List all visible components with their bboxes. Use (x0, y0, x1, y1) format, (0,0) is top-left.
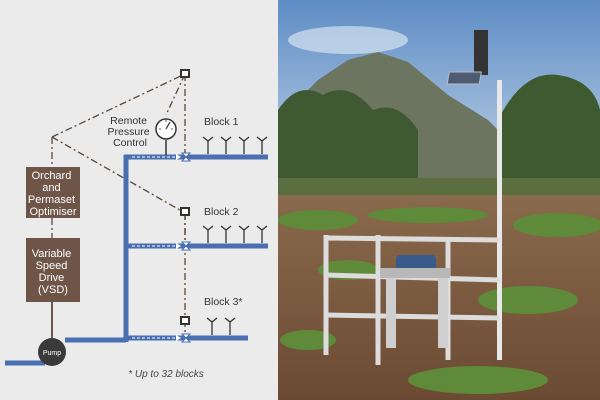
pump-label: Pump (43, 350, 61, 357)
flow-arrowheads (176, 154, 181, 341)
irrigation-diagram: Orchard and Permaset Optimiser Variable … (0, 0, 278, 400)
block-1-sprinklers (202, 136, 268, 154)
optimiser-box (26, 167, 80, 218)
block-valves (180, 152, 192, 343)
diagram-canvas: Orchard and Permaset Optimiser Variable … (5, 69, 268, 380)
block-3-sprinklers (206, 317, 236, 335)
block-1-label: Block 1 (204, 116, 239, 128)
optimiser-label: Orchard and Permaset Optimiser (28, 170, 78, 218)
valve-block-2-icon (180, 241, 192, 251)
flow-arrows (132, 156, 176, 339)
cloud (288, 26, 408, 54)
field-photo-illustration (278, 0, 600, 400)
block-3-label: Block 3* (204, 296, 243, 308)
trees-left (278, 90, 418, 190)
block-2-sprinklers (202, 225, 268, 243)
footnote: * Up to 32 blocks (128, 369, 204, 380)
treeline (278, 178, 600, 198)
tree-right (498, 74, 600, 190)
sprinkler-icons (202, 136, 268, 335)
remote-pressure-control-label: Remote Pressure Control (108, 115, 153, 149)
solenoid-nodes (180, 69, 190, 325)
valve-assembly (380, 255, 450, 348)
valve-block-1-icon (180, 152, 192, 162)
signal-line-optimiser-to-block2 (51, 136, 186, 214)
pressure-gauge-icon (155, 118, 177, 155)
block-2-label: Block 2 (204, 206, 239, 218)
solar-panel-icon (446, 71, 482, 85)
signal-line-top-to-gauge (165, 73, 186, 116)
grass-patches (278, 207, 600, 394)
mast-pole (497, 80, 502, 360)
controller-antenna-icon (474, 30, 488, 75)
vsd-box (26, 238, 80, 302)
valve-block-3-icon (180, 333, 192, 343)
controller-mast (446, 30, 502, 360)
field-photo (278, 0, 600, 400)
vsd-label: Variable Speed Drive (VSD) (32, 248, 75, 296)
pump-icon (38, 338, 66, 366)
signal-line-optimiser-to-top-valve (51, 73, 186, 138)
